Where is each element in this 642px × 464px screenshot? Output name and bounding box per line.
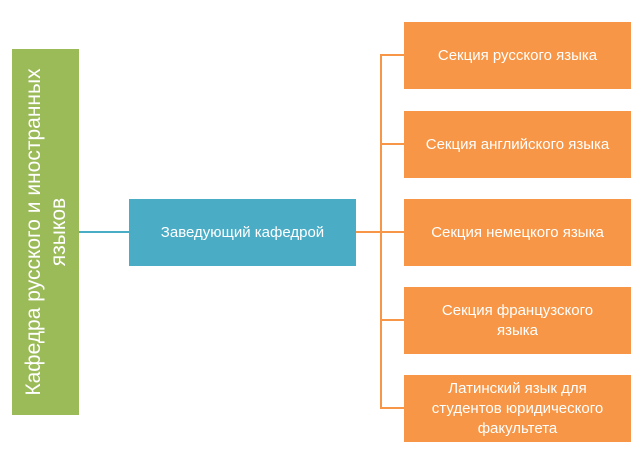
section-french-label: Секция французского языка — [441, 301, 594, 339]
section-english-box: Секция английского языка — [404, 111, 631, 178]
section-latin-label: Латинский язык для студентов юридическог… — [431, 379, 604, 437]
section-french-box: Секция французского языка — [404, 287, 631, 354]
section-russian-label: Секция русского языка — [437, 46, 598, 64]
department-box: Кафедра русского и иностранных языков — [12, 49, 79, 415]
department-label: Кафедра русского и иностранных языков — [21, 68, 70, 396]
section-german-box: Секция немецкого языка — [404, 199, 631, 266]
section-latin-box: Латинский язык для студентов юридическог… — [404, 375, 631, 442]
section-english-label: Секция английского языка — [425, 135, 610, 153]
section-russian-box: Секция русского языка — [404, 22, 631, 89]
head-of-department-label: Заведующий кафедрой — [160, 224, 325, 241]
section-german-label: Секция немецкого языка — [431, 223, 604, 241]
head-of-department-box: Заведующий кафедрой — [129, 199, 356, 266]
